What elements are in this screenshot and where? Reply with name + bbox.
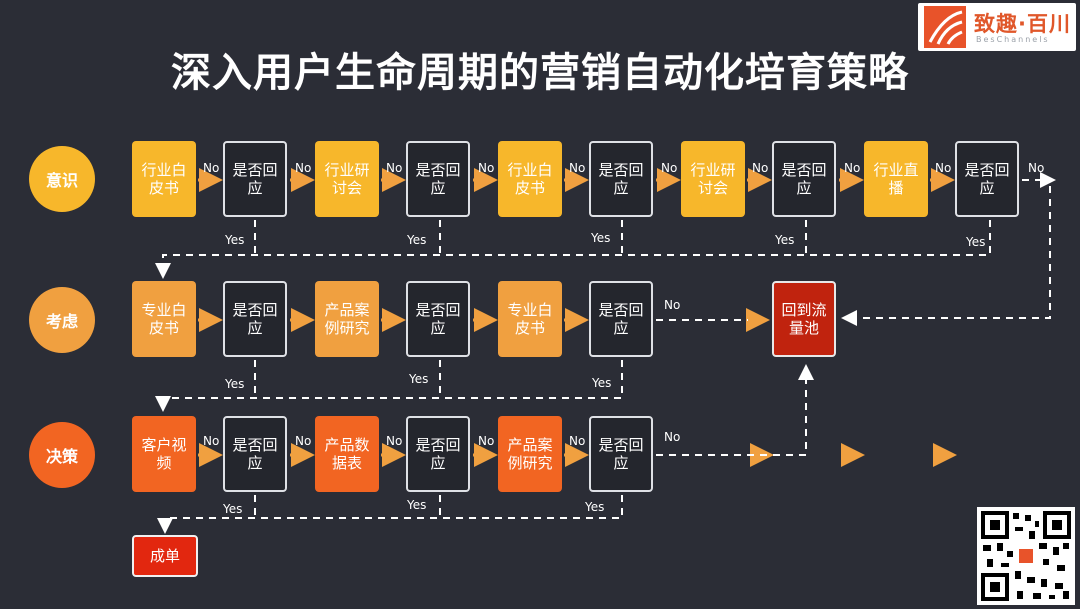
node-response-check: 是否回应	[772, 141, 836, 217]
node-response-check: 是否回应	[589, 281, 653, 357]
qr-code[interactable]	[977, 507, 1075, 605]
edge-label-yes: Yes	[585, 500, 605, 514]
node-industry-whitepaper: 行业白皮书	[498, 141, 562, 217]
node-traffic-pool: 回到流量池	[772, 281, 836, 357]
edge-label-no: No	[203, 161, 220, 175]
edge-label-no: No	[478, 434, 495, 448]
logo-icon	[924, 6, 966, 48]
node-product-case-study: 产品案例研究	[498, 416, 562, 492]
edge-label-no: No	[386, 161, 403, 175]
node-response-check: 是否回应	[406, 141, 470, 217]
stage-consideration: 考虑	[29, 287, 95, 353]
edge-label-no: No	[752, 161, 769, 175]
stage-awareness: 意识	[29, 146, 95, 212]
node-industry-whitepaper: 行业白皮书	[132, 141, 196, 217]
node-response-check: 是否回应	[223, 141, 287, 217]
edge-label-no: No	[295, 161, 312, 175]
edge-label-yes: Yes	[407, 498, 427, 512]
node-response-check: 是否回应	[223, 281, 287, 357]
node-response-check: 是否回应	[223, 416, 287, 492]
edge-label-yes: Yes	[592, 376, 612, 390]
edge-label-yes: Yes	[225, 233, 245, 247]
node-industry-seminar: 行业研讨会	[315, 141, 379, 217]
node-industry-live: 行业直播	[864, 141, 928, 217]
edge-label-yes: Yes	[407, 233, 427, 247]
node-response-check: 是否回应	[406, 416, 470, 492]
node-response-check: 是否回应	[406, 281, 470, 357]
logo-text-en: BesChannels	[976, 35, 1050, 44]
edge-label-yes: Yes	[225, 377, 245, 391]
stage-decision: 决策	[29, 422, 95, 488]
edge-label-no: No	[295, 434, 312, 448]
edge-label-no: No	[203, 434, 220, 448]
node-deal-closed: 成单	[132, 535, 198, 577]
qr-code-icon	[981, 511, 1071, 601]
edge-label-no: No	[664, 430, 681, 444]
node-response-check: 是否回应	[589, 416, 653, 492]
edge-label-no: No	[478, 161, 495, 175]
edge-label-yes: Yes	[966, 235, 986, 249]
edge-label-no: No	[386, 434, 403, 448]
edge-label-yes: Yes	[591, 231, 611, 245]
node-product-datasheet: 产品数据表	[315, 416, 379, 492]
edge-label-yes: Yes	[775, 233, 795, 247]
node-pro-whitepaper: 专业白皮书	[498, 281, 562, 357]
node-product-case-study: 产品案例研究	[315, 281, 379, 357]
node-industry-seminar: 行业研讨会	[681, 141, 745, 217]
edge-label-yes: Yes	[223, 502, 243, 516]
edge-label-no: No	[661, 161, 678, 175]
edge-label-no: No	[569, 161, 586, 175]
edge-label-no: No	[844, 161, 861, 175]
edge-label-yes: Yes	[409, 372, 429, 386]
node-pro-whitepaper: 专业白皮书	[132, 281, 196, 357]
node-response-check: 是否回应	[589, 141, 653, 217]
logo-text-cn: 致趣·百川	[974, 12, 1071, 36]
page-title: 深入用户生命周期的营销自动化培育策略	[171, 50, 909, 96]
node-response-check: 是否回应	[955, 141, 1019, 217]
edge-label-no: No	[569, 434, 586, 448]
edge-label-no: No	[664, 298, 681, 312]
edge-label-no: No	[1028, 161, 1045, 175]
brand-logo: 致趣·百川 BesChannels	[918, 3, 1076, 51]
node-customer-video: 客户视频	[132, 416, 196, 492]
edge-label-no: No	[935, 161, 952, 175]
